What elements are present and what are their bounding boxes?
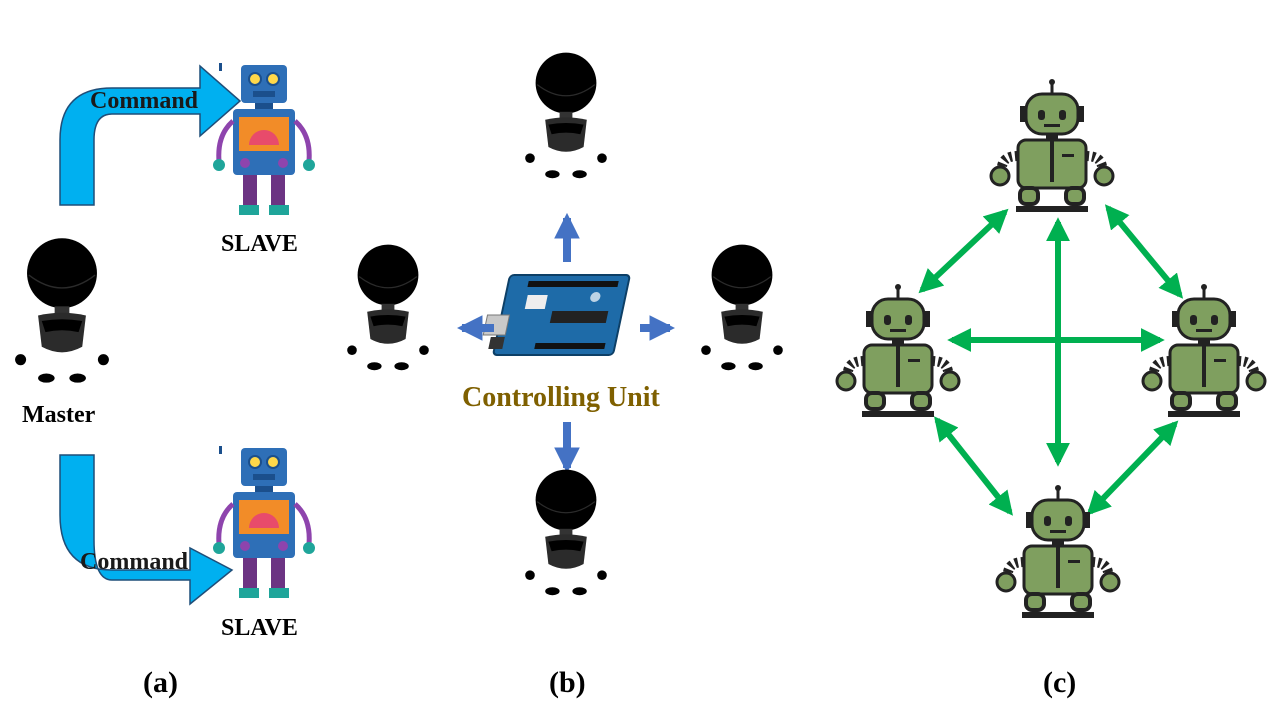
command-label-bottom: Command (80, 549, 189, 575)
panel-label-a: (a) (143, 666, 178, 699)
peer-link (934, 416, 1013, 516)
follower-robot-icon (701, 245, 783, 371)
peer-link (1104, 204, 1184, 299)
panel-a (15, 63, 315, 606)
panel-b (347, 53, 783, 596)
command-arrow-bottom (59, 454, 234, 606)
peer-link (918, 208, 1009, 294)
panel-label-b: (b) (549, 666, 586, 699)
controlling-unit-label: Controlling Unit (462, 382, 660, 413)
arduino-board-icon (482, 274, 631, 356)
command-arrow-top (59, 64, 242, 206)
slave-robot-icon (213, 63, 315, 215)
peer-link (1086, 420, 1179, 516)
slave-label-bottom: SLAVE (221, 615, 298, 641)
peer-robot-icon (991, 79, 1113, 212)
panel-label-c: (c) (1043, 666, 1077, 699)
slave-label-top: SLAVE (221, 231, 298, 257)
follower-robot-icon (525, 53, 607, 179)
panel-c (837, 79, 1265, 618)
follower-robot-icon (347, 245, 429, 371)
peer-robot-icon (837, 284, 959, 417)
peer-robot-icon (1143, 284, 1265, 417)
command-label-top: Command (90, 88, 199, 114)
slave-robot-icon (213, 446, 315, 598)
follower-robot-icon (525, 470, 607, 596)
master-robot-icon (15, 238, 109, 382)
master-label: Master (22, 402, 96, 428)
